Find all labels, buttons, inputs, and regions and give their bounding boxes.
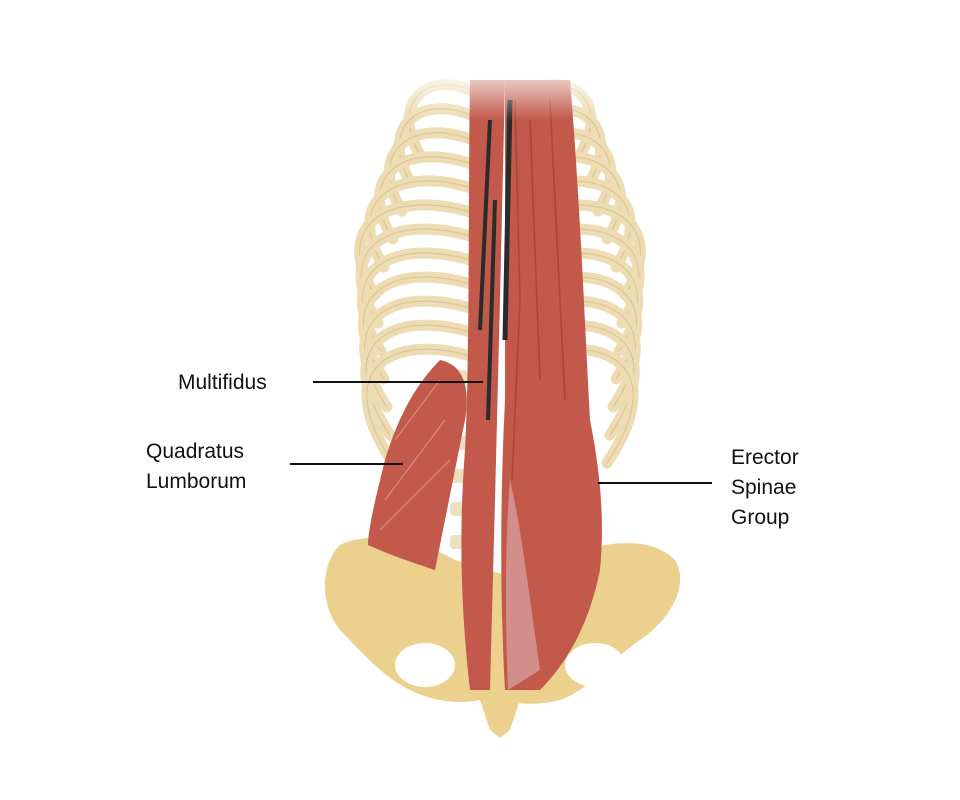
erector-label-line-3: Group (731, 506, 790, 529)
quadratus-lumborum-label: Quadratus Lumborum (146, 437, 246, 497)
rib-cage (354, 79, 646, 469)
erector-label-line-2: Spinae (731, 476, 797, 499)
erector-spinae-label: Erector Spinae Group (731, 443, 799, 533)
quadratus-label-line-2: Lumborum (146, 470, 247, 493)
multifidus-leader-line (313, 381, 483, 383)
rib (366, 348, 481, 464)
erector-label-line-1: Erector (731, 446, 799, 469)
multifidus-label: Multifidus (178, 371, 267, 394)
quadratus-lumborum-leader-line (290, 463, 403, 465)
quadratus-label-line-1: Quadratus (146, 440, 245, 463)
multifidus-muscle (461, 80, 505, 690)
erector-spinae-muscle (501, 80, 602, 690)
erector-spinae-leader-line (598, 482, 712, 484)
quadratus-lumborum-muscle (368, 360, 467, 570)
